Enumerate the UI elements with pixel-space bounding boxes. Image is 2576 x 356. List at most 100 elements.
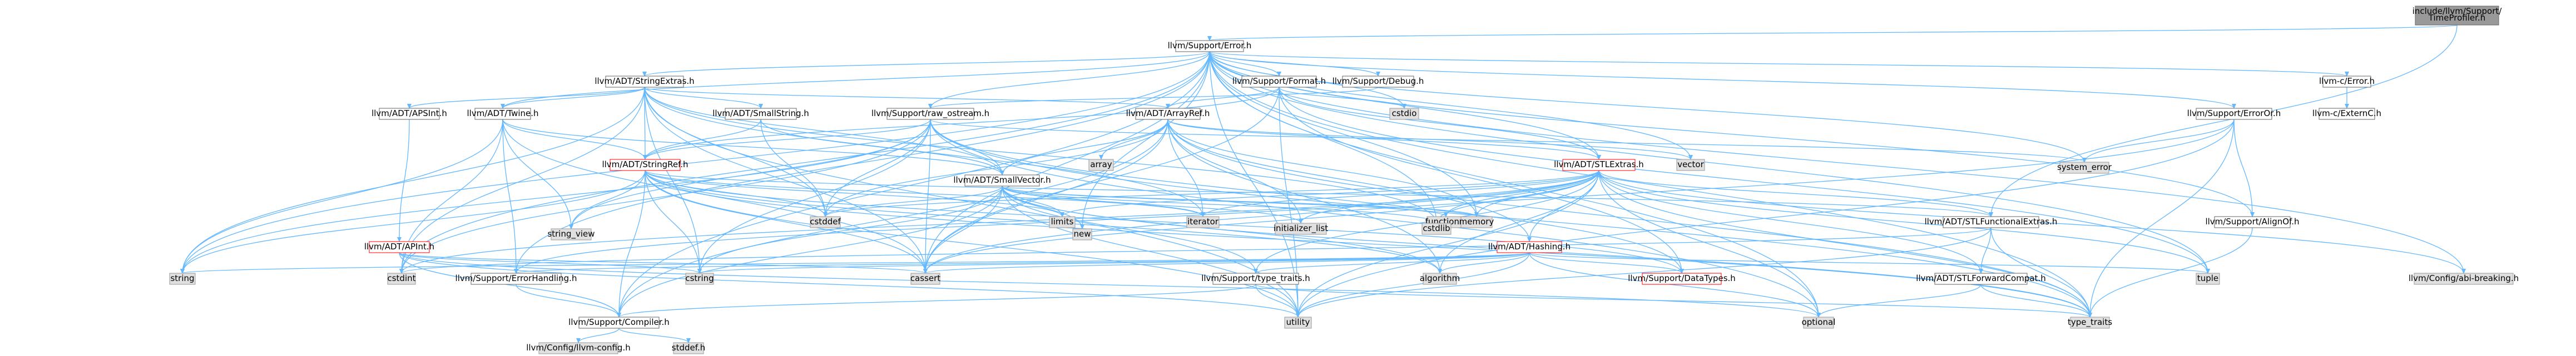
node-hashing[interactable]: llvm/ADT/Hashing.h [1488, 241, 1571, 253]
node-raw-ostream[interactable]: llvm/Support/raw_ostream.h [871, 108, 989, 120]
node-timeprofiler[interactable]: include/llvm/Support/TimeProfiler.h [2412, 6, 2503, 26]
edge-compiler-to-stddef [618, 328, 691, 343]
node-apsint[interactable]: llvm/ADT/APSInt.h [371, 108, 447, 120]
node-utility: utility [1284, 317, 1312, 329]
node-errorhandling[interactable]: llvm/Support/ErrorHandling.h [455, 273, 577, 285]
node-label: cstdlib [1423, 223, 1450, 233]
node-box [605, 76, 684, 88]
node-box [1088, 159, 1114, 171]
node-label: utility [1286, 317, 1310, 327]
edge-stringref-to-utility [645, 170, 1300, 318]
edge-smallvector-to-cstring [697, 185, 1003, 274]
edge-raw_ostream-to-string_view [569, 119, 931, 229]
node-compiler[interactable]: llvm/Support/Compiler.h [568, 317, 670, 329]
node-erroror[interactable]: llvm/Support/ErrorOr.h [2187, 108, 2281, 120]
node-label: cassert [910, 273, 940, 283]
node-box [2322, 76, 2371, 88]
edge-hashing-to-optional [1529, 252, 1821, 318]
node-array: array [1088, 159, 1114, 171]
edge-format-to-tuple [1279, 87, 2210, 274]
edge-twine-to-smallvector [502, 119, 1004, 176]
edge-arrayref-to-vector [1167, 119, 1693, 160]
edge-smallvector-to-utility [1002, 185, 1300, 318]
node-label: type_traits [2068, 317, 2112, 328]
node-label: string [170, 273, 194, 283]
node-stringref[interactable]: llvm/ADT/StringRef.h [602, 159, 688, 171]
node-apint[interactable]: llvm/ADT/APInt.h [364, 241, 434, 253]
node-optional: optional [1802, 317, 1835, 329]
edge-smallstring-to-smallvector [760, 119, 1004, 176]
edge-smallvector-to-limits [1002, 185, 1064, 217]
node-label: llvm/Support/type_traits.h [1201, 273, 1310, 284]
node-twine[interactable]: llvm/ADT/Twine.h [467, 108, 539, 120]
node-tuple: tuple [2196, 273, 2220, 285]
edge-format-to-cstdio [1279, 87, 1406, 109]
node-datatypes[interactable]: llvm/Support/DataTypes.h [1628, 273, 1736, 285]
edge-arrayref-to-cstddef [823, 119, 1168, 217]
edge-stlextras-to-algorithm [1438, 170, 1599, 274]
edge-raw_ostream-to-cassert [923, 119, 931, 274]
edge-stlextras-to-stlforwardcompat [1598, 170, 1983, 274]
edge-hashing-to-datatypes [1529, 252, 1684, 274]
edge-timeprofiler-to-stlfunctional [1989, 24, 2458, 217]
edge-format-to-cassert [923, 87, 1280, 274]
edge-smallstring-to-cstddef [760, 119, 828, 217]
edge-stringextras-to-string [180, 87, 645, 274]
edge-stringextras-to-smallstring [644, 87, 763, 109]
edge-error-to-format [1209, 51, 1281, 77]
edge-stringref-to-cstddef [645, 170, 828, 217]
edge-stringextras-to-cassert [644, 87, 928, 274]
node-c-externc[interactable]: llvm-c/ExternC.h [2312, 108, 2381, 120]
node-format[interactable]: llvm/Support/Format.h [1232, 76, 1326, 88]
node-box [610, 159, 681, 171]
edge-hashing-to-string [181, 252, 1530, 274]
edge-stlfunctional-to-type_traits [1990, 227, 2092, 318]
node-string: string [169, 273, 196, 285]
node-stringextras[interactable]: llvm/ADT/StringExtras.h [595, 76, 695, 88]
node-smallstring[interactable]: llvm/ADT/SmallString.h [712, 108, 809, 120]
node-label: cstring [685, 273, 714, 283]
edge-error-to-string [180, 51, 1210, 274]
node-label: llvm/ADT/STLFunctionalExtras.h [1925, 217, 2058, 227]
node-box [1562, 159, 1636, 171]
edge-arrayref-to-compiler [617, 119, 1168, 318]
node-smallvector[interactable]: llvm/ADT/SmallVector.h [953, 174, 1051, 187]
node-error[interactable]: llvm/Support/Error.h [1168, 40, 1252, 52]
node-arrayref[interactable]: llvm/ADT/ArrayRef.h [1126, 108, 1210, 120]
node-debug[interactable]: llvm/Support/Debug.h [1332, 76, 1424, 88]
edge-error-to-cstdint [399, 51, 1210, 274]
node-box [1175, 40, 1244, 52]
node-label: iterator [1187, 217, 1219, 227]
node-alignof[interactable]: llvm/Support/AlignOf.h [2205, 216, 2300, 228]
node-box [387, 273, 416, 285]
edge-arrayref-to-algorithm [1167, 119, 1442, 274]
edge-smallvector-to-typetraits_llvm [1002, 185, 1258, 274]
edge-raw_ostream-to-cstdint [399, 119, 931, 274]
edge-stringref-to-iterator [645, 170, 1205, 217]
node-label: cstdio [1392, 108, 1417, 118]
edge-stlfunctional-to-stlforwardcompat [1979, 227, 1992, 274]
node-box [551, 228, 592, 240]
node-stlfunctional[interactable]: llvm/ADT/STLFunctionalExtras.h [1925, 216, 2058, 228]
node-label: llvm/ADT/Twine.h [467, 108, 538, 118]
node-box [2414, 273, 2514, 285]
node-typetraits-llvm[interactable]: llvm/Support/type_traits.h [1201, 273, 1310, 285]
node-cstddef: cstddef [810, 216, 841, 228]
node-c-error[interactable]: llvm-c/Error.h [2319, 76, 2375, 88]
node-config-abi: llvm/Config/abi-breaking.h [2409, 273, 2519, 285]
node-label: llvm/Support/Compiler.h [568, 317, 670, 327]
edge-stringref-to-string_view [569, 170, 646, 229]
edge-stlforwardcompat-to-type_traits [1980, 284, 2092, 318]
edge-error-to-new [1080, 51, 1210, 229]
edge-timeprofiler-to-error [1208, 24, 2458, 41]
edge-smallvector-to-new [1002, 185, 1084, 229]
edge-stlextras-to-type_traits [1598, 170, 2092, 318]
edge-stringextras-to-twine [501, 87, 645, 109]
node-label: llvm/Support/Format.h [1232, 76, 1326, 86]
edge-stlextras-to-stlfunctional [1598, 170, 1993, 217]
node-label: array [1090, 159, 1112, 169]
node-initializer-list: initializer_list [1274, 223, 1328, 235]
node-stlextras[interactable]: llvm/ADT/STLExtras.h [1554, 159, 1644, 171]
edge-erroror-to-type_traits [2088, 119, 2235, 318]
node-stlforwardcompat[interactable]: llvm/ADT/STLForwardCompat.h [1916, 273, 2046, 285]
